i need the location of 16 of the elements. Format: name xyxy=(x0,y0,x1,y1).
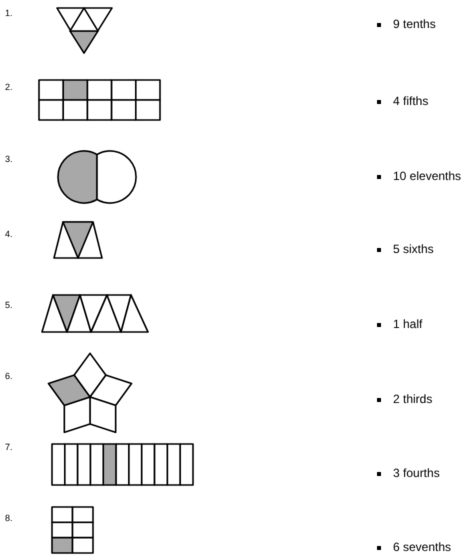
fraction-name: 5 sixths xyxy=(393,242,434,257)
item-number: 2. xyxy=(5,82,13,93)
item-number: 7. xyxy=(5,442,13,453)
item-number: 5. xyxy=(5,300,13,311)
item-number: 4. xyxy=(5,229,13,240)
item-number: 8. xyxy=(5,513,13,524)
fraction-name: 1 half xyxy=(393,317,422,332)
fraction-name: 4 fifths xyxy=(393,94,428,109)
fraction-name: 3 fourths xyxy=(393,466,440,481)
item-number: 6. xyxy=(5,371,13,382)
fraction-name: 2 thirds xyxy=(393,392,432,407)
item-number: 1. xyxy=(5,8,13,19)
fraction-name: 9 tenths xyxy=(393,17,436,32)
fraction-name: 10 elevenths xyxy=(393,169,462,184)
fraction-name: 6 sevenths xyxy=(393,540,452,555)
item-number: 3. xyxy=(5,154,13,165)
